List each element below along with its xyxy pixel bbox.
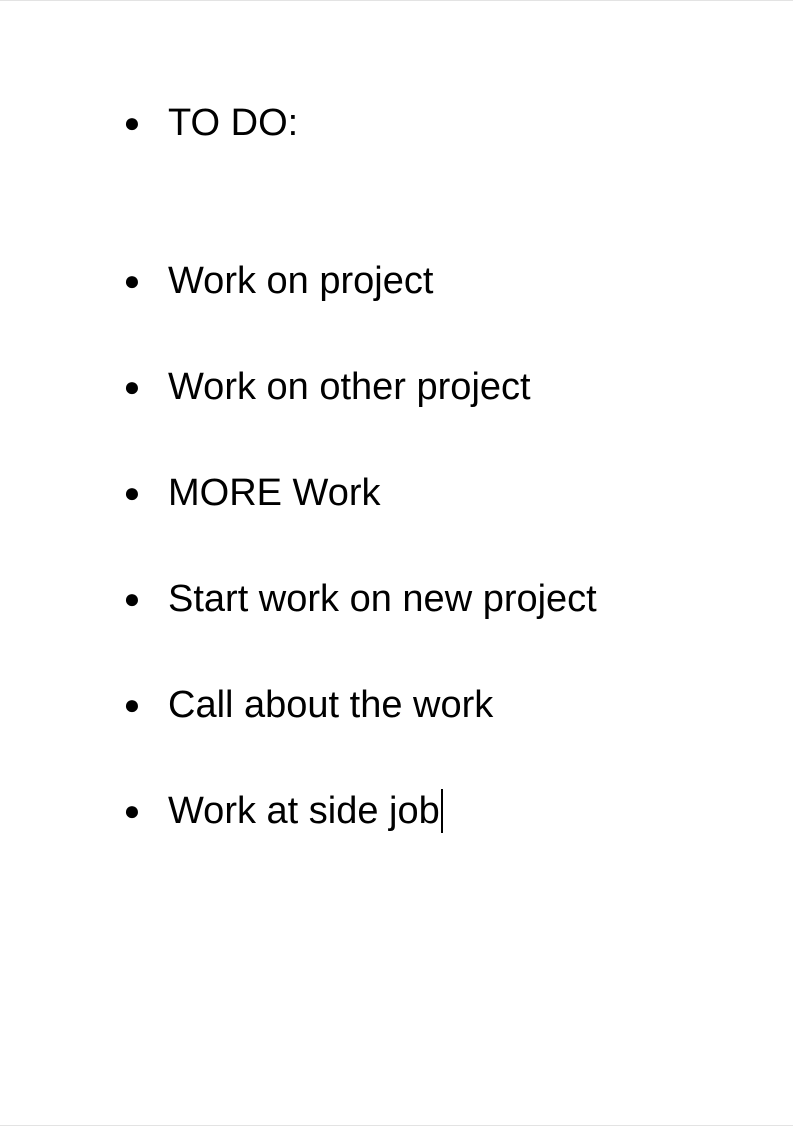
list-item[interactable]: ● Start work on new project <box>0 575 700 623</box>
bullet-icon: ● <box>123 107 141 138</box>
list-item-text[interactable]: TO DO: <box>168 102 299 144</box>
list-item[interactable]: ● Work on other project <box>0 363 700 411</box>
list-item-text[interactable]: Start work on new project <box>168 578 597 620</box>
list-item-text[interactable]: Work on project <box>168 260 434 302</box>
bullet-icon: ● <box>123 689 141 720</box>
list-item-text[interactable]: Call about the work <box>168 684 494 726</box>
bullet-icon: ● <box>123 265 141 296</box>
bullet-icon: ● <box>123 477 141 508</box>
list-item[interactable]: ● Work at side job <box>0 787 700 835</box>
bullet-icon: ● <box>123 795 141 826</box>
list-item[interactable]: ● TO DO: <box>0 99 700 147</box>
list-item[interactable]: ● Work on project <box>0 257 700 305</box>
text-cursor <box>440 789 443 833</box>
bullet-icon: ● <box>123 583 141 614</box>
list-item-text[interactable]: Work at side job <box>168 787 443 835</box>
list-item-label: Work at side job <box>168 790 440 832</box>
list-item-text[interactable]: MORE Work <box>168 472 381 514</box>
list-item-text[interactable]: Work on other project <box>168 366 531 408</box>
list-item[interactable]: ● Call about the work <box>0 681 700 729</box>
list-item[interactable]: ● MORE Work <box>0 469 700 517</box>
bullet-icon: ● <box>123 371 141 402</box>
